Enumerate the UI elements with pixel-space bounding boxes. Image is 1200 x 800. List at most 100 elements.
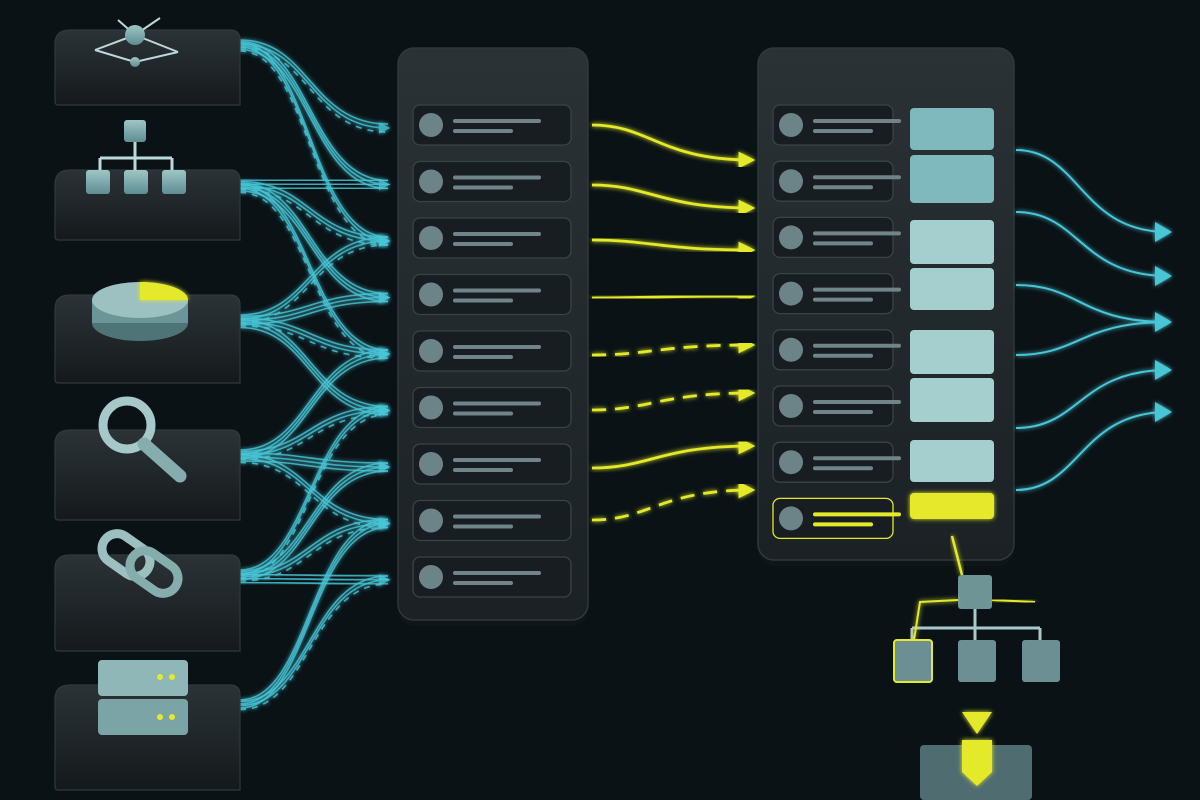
status-block: [910, 108, 994, 150]
cyan-wire: [239, 291, 391, 322]
source-search-platform: [54, 429, 241, 521]
output-line: [1015, 211, 1169, 277]
output-line: [1015, 284, 1169, 323]
cyan-wire: [239, 188, 389, 246]
status-block: [910, 268, 994, 310]
row-text-line: [813, 456, 901, 461]
middle-row: [412, 330, 572, 372]
right-row: [772, 441, 901, 483]
circle-dot-icon: [419, 508, 443, 533]
cyan-wire: [239, 42, 389, 238]
circle-dot-icon: [779, 113, 803, 137]
row-text-line: [453, 345, 541, 349]
cyan-wire: [239, 462, 389, 573]
circle-dot-icon: [779, 506, 803, 531]
arrow-right-icon: [1155, 360, 1172, 380]
output-line: [1015, 369, 1169, 429]
middle-row: [412, 556, 572, 598]
tree-node: [958, 640, 996, 682]
cyan-wire: [239, 583, 389, 711]
circle-dot-icon: [419, 113, 443, 137]
cyan-wire: [239, 518, 389, 574]
yellow-token: [962, 740, 992, 786]
row-text-line: [453, 401, 541, 406]
row-text-line: [453, 288, 541, 293]
row-text-line: [813, 287, 901, 292]
middle-row: [412, 386, 572, 429]
status-block: [910, 493, 994, 519]
source-network: [54, 17, 241, 106]
row-text-line: [813, 231, 901, 236]
row-text-line: [813, 241, 873, 246]
source-links: [54, 529, 241, 652]
row-text-line: [813, 410, 873, 414]
yellow-connector: [591, 287, 756, 305]
yellow-connector: [591, 238, 756, 259]
cyan-wire: [239, 179, 389, 182]
cyan-wire: [239, 46, 391, 247]
cyan-wire: [239, 574, 391, 707]
cyan-wire: [239, 575, 389, 703]
cyan-wire: [239, 413, 389, 579]
middle-row: [412, 499, 572, 542]
tree-node: [1022, 640, 1060, 682]
cyan-wire: [239, 244, 389, 324]
middle-row: [412, 160, 572, 203]
row-text-line: [813, 466, 873, 471]
row-text-line: [453, 571, 541, 575]
circle-dot-icon: [779, 394, 803, 418]
yellow-connector: [591, 123, 756, 169]
cyan-wire: [239, 50, 389, 246]
row-text-line: [453, 298, 513, 303]
status-block: [910, 330, 994, 374]
arrow-right-icon: [1155, 266, 1172, 286]
cyan-wire: [239, 191, 389, 359]
cyan-wire: [239, 322, 391, 417]
cyan-wire: [239, 526, 389, 582]
cyan-wire: [239, 517, 391, 578]
cyan-wire: [239, 405, 389, 571]
right-row: [772, 329, 901, 371]
row-text-line: [453, 581, 513, 585]
cyan-wire: [239, 526, 389, 709]
cyan-wire: [239, 300, 389, 326]
cyan-wire: [239, 184, 391, 247]
right-row: [772, 385, 901, 427]
row-text-line: [453, 185, 513, 190]
middle-row: [412, 273, 572, 316]
circle-dot-icon: [419, 395, 443, 420]
cyan-wire: [239, 318, 389, 408]
source-search: [54, 396, 241, 521]
arrow-right-icon: [1155, 402, 1172, 422]
yellow-connector: [591, 437, 756, 470]
cyan-wire: [239, 404, 391, 457]
circle-dot-icon: [419, 452, 443, 476]
row-text-line: [453, 232, 541, 236]
middle-row: [412, 104, 572, 146]
row-text-line: [813, 512, 901, 517]
right-panel: [757, 47, 1015, 566]
circle-dot-icon: [419, 339, 443, 363]
row-text-line: [453, 129, 513, 133]
output-base: [920, 740, 1032, 800]
status-block: [910, 378, 994, 422]
middle-panel: [397, 47, 589, 626]
row-text-line: [453, 242, 513, 246]
status-block: [910, 155, 994, 203]
cyan-wire: [239, 236, 389, 316]
network-graph-icon: [94, 17, 179, 67]
cyan-wire: [239, 40, 389, 182]
cyan-wire: [239, 182, 389, 295]
cyan-wire: [239, 573, 389, 577]
row-text-line: [453, 514, 541, 519]
circle-dot-icon: [779, 225, 803, 250]
cyan-wire: [239, 325, 389, 359]
cyan-wire: [239, 326, 389, 416]
cyan-wire: [239, 183, 389, 351]
yellow-connector: [591, 183, 756, 217]
circle-dot-icon: [419, 282, 443, 307]
row-text-line: [453, 119, 541, 123]
source-links-platform: [54, 554, 241, 652]
circle-dot-icon: [779, 281, 803, 306]
